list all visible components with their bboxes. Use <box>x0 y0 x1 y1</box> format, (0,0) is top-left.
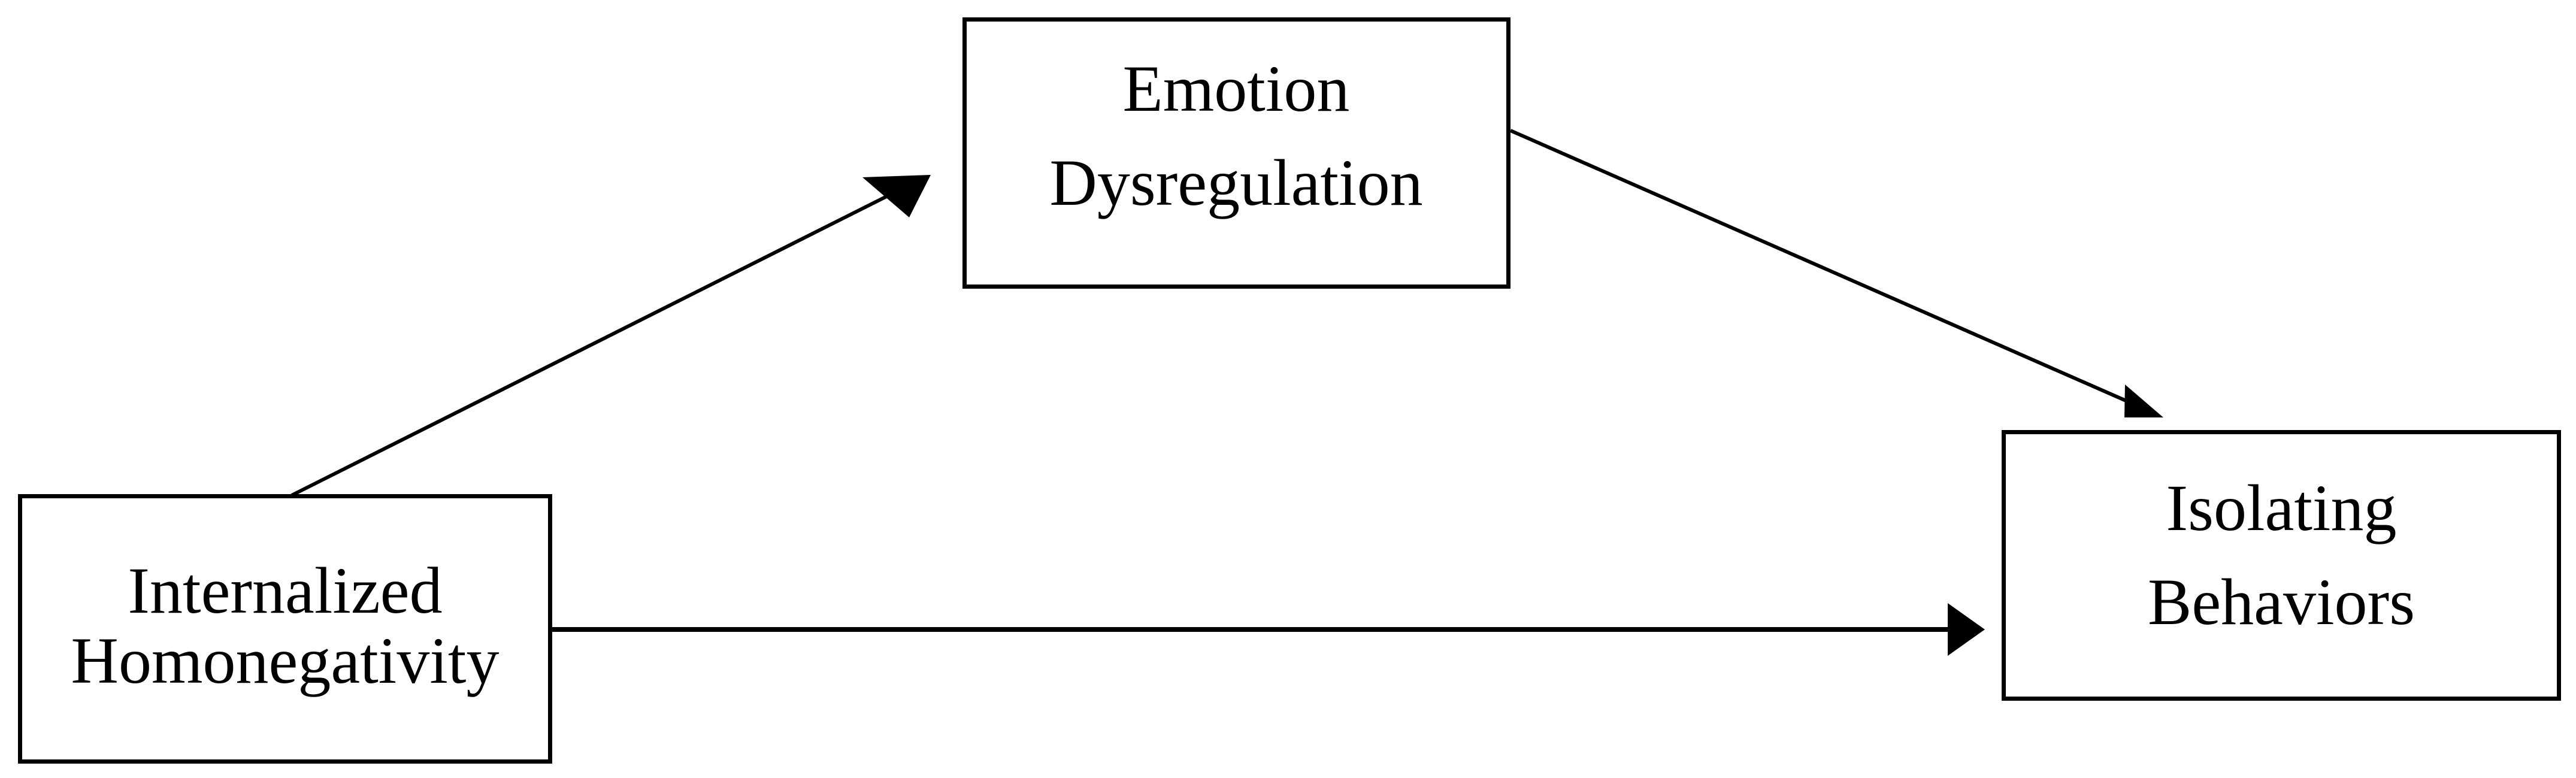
edge-a-arrowhead-icon <box>862 175 931 217</box>
node-isolating-behaviors[interactable]: Isolating Behaviors <box>2002 430 2561 701</box>
node-predictor-label-line1: Internalized <box>128 554 442 627</box>
edge-predictor-to-mediator <box>290 175 931 497</box>
edge-mediator-to-outcome <box>1509 129 2163 417</box>
edge-b-line <box>1509 129 2139 408</box>
node-mediator-box[interactable] <box>962 17 1511 289</box>
edge-a-line <box>290 180 918 497</box>
node-outcome-box[interactable] <box>2002 430 2561 701</box>
node-mediator-label-line2: Dysregulation <box>1049 146 1422 219</box>
edge-b-arrowhead-icon <box>2124 385 2163 417</box>
edge-predictor-to-outcome <box>552 603 1985 656</box>
node-outcome-label-line2: Behaviors <box>2148 565 2415 638</box>
node-mediator-label-line1: Emotion <box>1123 52 1350 125</box>
node-outcome-label-line1: Isolating <box>2166 471 2397 544</box>
node-predictor-box[interactable] <box>18 494 552 764</box>
node-emotion-dysregulation[interactable]: Emotion Dysregulation <box>962 17 1511 289</box>
edge-c-arrowhead-icon <box>1948 603 1985 656</box>
node-internalized-homonegativity[interactable]: Internalized Homonegativity <box>18 494 552 764</box>
node-predictor-label-line2: Homonegativity <box>71 624 500 697</box>
